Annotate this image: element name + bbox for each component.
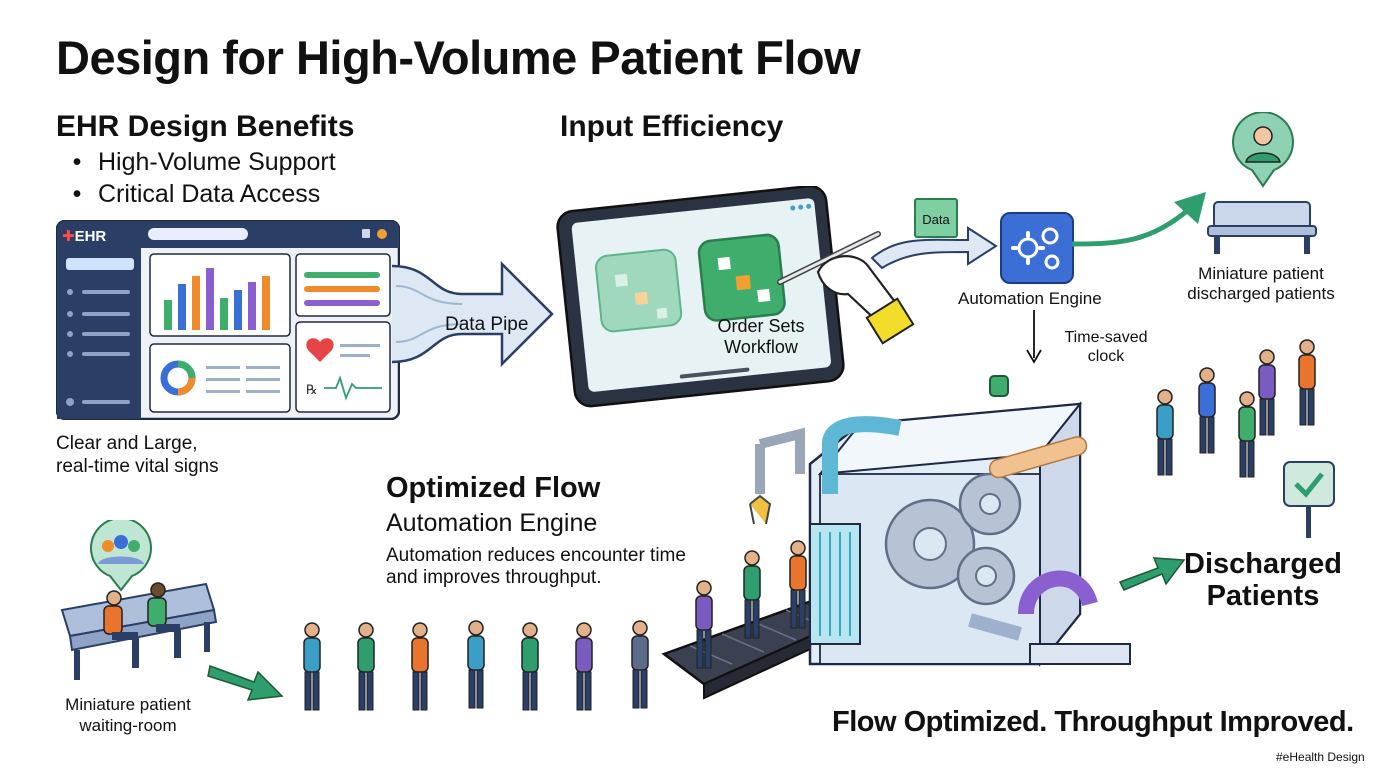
engine-to-discharge-arrow: [1071, 192, 1206, 247]
medical-cross-icon: ✚: [62, 228, 75, 245]
queue-person: [743, 550, 761, 639]
to-discharged-arrow: [1118, 557, 1186, 591]
optimized-heading: Optimized Flow: [386, 472, 601, 504]
waiting-room-caption: Miniature patient waiting-room: [65, 695, 191, 735]
waiting-to-queue-arrow: [207, 664, 284, 701]
vitals-caption-line1: Clear and Large,: [56, 433, 198, 454]
footer-tagline: Flow Optimized. Throughput Improved.: [832, 706, 1354, 738]
tablet: [556, 186, 845, 408]
automation-machine: [661, 375, 1131, 700]
automation-engine-icon: [1000, 212, 1074, 284]
queue-person: [357, 622, 375, 711]
optimized-desc-line2: and improves throughput.: [386, 567, 602, 588]
vitals-caption-line2: real-time vital signs: [56, 456, 219, 477]
queue-person: [575, 622, 593, 711]
stylus-hand-icon: [777, 231, 915, 345]
order-sets-label: Order Sets Workflow: [717, 316, 805, 357]
discharged-person: [1298, 339, 1316, 426]
discharged-patients-label: Discharged Patients: [1184, 548, 1342, 612]
queue-person: [467, 620, 485, 709]
optimized-subheading: Automation Engine: [386, 509, 598, 537]
benefits-list: High-Volume Support Critical Data Access: [66, 146, 336, 210]
waiting-bench: [60, 582, 218, 680]
ehr-logo: ✚EHR: [62, 228, 107, 245]
queue-person: [789, 540, 807, 629]
optimized-desc-line1: Automation reduces encounter time: [386, 545, 686, 566]
queue-person: [411, 622, 429, 711]
patient-queue: [303, 540, 807, 711]
page-title: Design for High-Volume Patient Flow: [56, 31, 861, 84]
benefit-item: High-Volume Support: [66, 146, 336, 178]
discharge-top-caption: Miniature patient discharged patients: [1187, 264, 1335, 303]
ehr-dashboard: ℞: [55, 219, 401, 421]
tablet-to-engine-arrow: [870, 226, 998, 270]
discharged-person: [1198, 367, 1216, 454]
checkmark-sign-icon: [1283, 461, 1335, 538]
waiting-group-pin-icon: [90, 520, 152, 592]
input-heading: Input Efficiency: [560, 110, 784, 143]
patient-avatar-pin-icon: [1232, 112, 1294, 188]
time-saved-clock-label: Time-saved clock: [1064, 329, 1148, 365]
queue-person: [631, 620, 649, 709]
queue-person: [303, 622, 321, 711]
benefit-item: Critical Data Access: [66, 178, 336, 210]
benefits-heading: EHR Design Benefits: [56, 110, 355, 143]
svg-text:℞: ℞: [306, 382, 318, 397]
discharged-person: [1238, 391, 1256, 478]
data-pipe-arrow: [392, 260, 554, 368]
bench-icon: [1207, 201, 1317, 254]
queue-person: [521, 622, 539, 711]
queue-person: [695, 580, 713, 669]
data-pipe-label: Data Pipe: [445, 314, 529, 335]
down-arrow-icon: [1026, 310, 1042, 364]
discharged-person: [1156, 389, 1174, 476]
data-file-badge: Data: [914, 198, 958, 238]
footer-credit: #eHealth Design: [1276, 750, 1365, 764]
automation-engine-label: Automation Engine: [958, 289, 1102, 308]
discharged-person: [1258, 349, 1276, 436]
